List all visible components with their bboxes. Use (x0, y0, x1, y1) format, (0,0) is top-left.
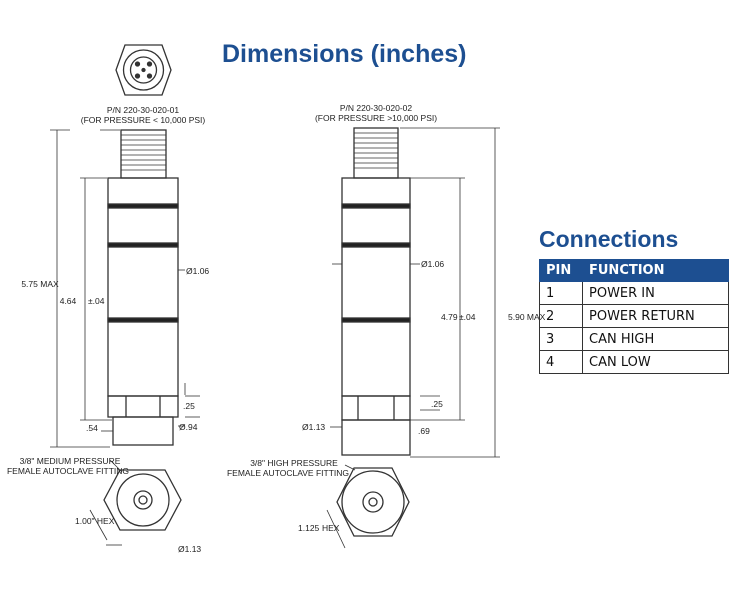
left-hex-size: 1.00" HEX (75, 516, 115, 526)
table-row: 1 POWER IN (539, 281, 729, 305)
right-body-diameter: Ø1.06 (421, 259, 444, 269)
right-body-length: 4.79 (441, 312, 458, 322)
pin-cell: 4 (539, 350, 583, 374)
function-cell: CAN HIGH (582, 327, 729, 351)
right-hex-diameter: Ø1.13 (302, 422, 325, 432)
left-pressure-note: (FOR PRESSURE < 10,000 PSI) (81, 115, 206, 125)
left-connector-top-view (115, 44, 172, 96)
left-body-length: 4.64 (60, 296, 77, 306)
right-part-number: P/N 220-30-020-02 (340, 103, 413, 113)
right-fitting-length: .69 (418, 426, 430, 436)
page-title: Dimensions (inches) (222, 40, 467, 68)
right-hex-size: 1.125 (298, 523, 320, 533)
left-body-diameter: Ø1.06 (186, 266, 209, 276)
table-row: 2 POWER RETURN (539, 304, 729, 328)
right-hex-bottom-view (326, 464, 410, 549)
left-fitting-line1: 3/8" MEDIUM PRESSURE (20, 456, 121, 466)
right-overall-length: 5.90 MAX (508, 312, 546, 322)
left-dimension-lines (50, 129, 200, 448)
right-fitting-line1: 3/8" HIGH PRESSURE (250, 458, 338, 468)
right-fitting-line2: FEMALE AUTOCLAVE FITTING (227, 468, 349, 478)
left-body-tolerance: ±.04 (88, 296, 105, 306)
right-body-tolerance: ±.04 (459, 312, 476, 322)
pin-cell: 3 (539, 327, 583, 351)
table-row: 3 CAN HIGH (539, 327, 729, 351)
right-pressure-note: (FOR PRESSURE >10,000 PSI) (315, 113, 437, 123)
right-transducer-side-view (341, 127, 411, 456)
left-transducer-side-view (101, 129, 179, 446)
table-row: 4 CAN LOW (539, 350, 729, 374)
left-overall-length: 5.75 MAX (21, 279, 59, 289)
left-part-number: P/N 220-30-020-01 (107, 105, 180, 115)
connections-title: Connections (539, 226, 679, 252)
left-hex-height: .25 (183, 401, 195, 411)
right-hex-height: .25 (431, 399, 443, 409)
function-cell: POWER RETURN (582, 304, 729, 328)
left-fitting-diameter: Ø.94 (179, 422, 198, 432)
pin-cell: 1 (539, 281, 583, 305)
left-hex-bottom-view (89, 459, 182, 546)
column-header-function: FUNCTION (582, 259, 729, 282)
table-header-row: PIN FUNCTION (539, 259, 729, 282)
column-header-pin: PIN (539, 259, 583, 282)
left-fitting-line2: FEMALE AUTOCLAVE FITTING (7, 466, 129, 476)
pin-cell: 2 (539, 304, 583, 328)
function-cell: CAN LOW (582, 350, 729, 374)
left-fitting-length: .54 (86, 423, 98, 433)
left-bottom-diameter: Ø1.13 (178, 544, 201, 554)
right-dimension-lines (330, 127, 500, 458)
right-hex-label: HEX (322, 523, 340, 533)
function-cell: POWER IN (582, 281, 729, 305)
connections-table: PIN FUNCTION 1 POWER IN 2 POWER RETURN 3… (539, 259, 729, 374)
